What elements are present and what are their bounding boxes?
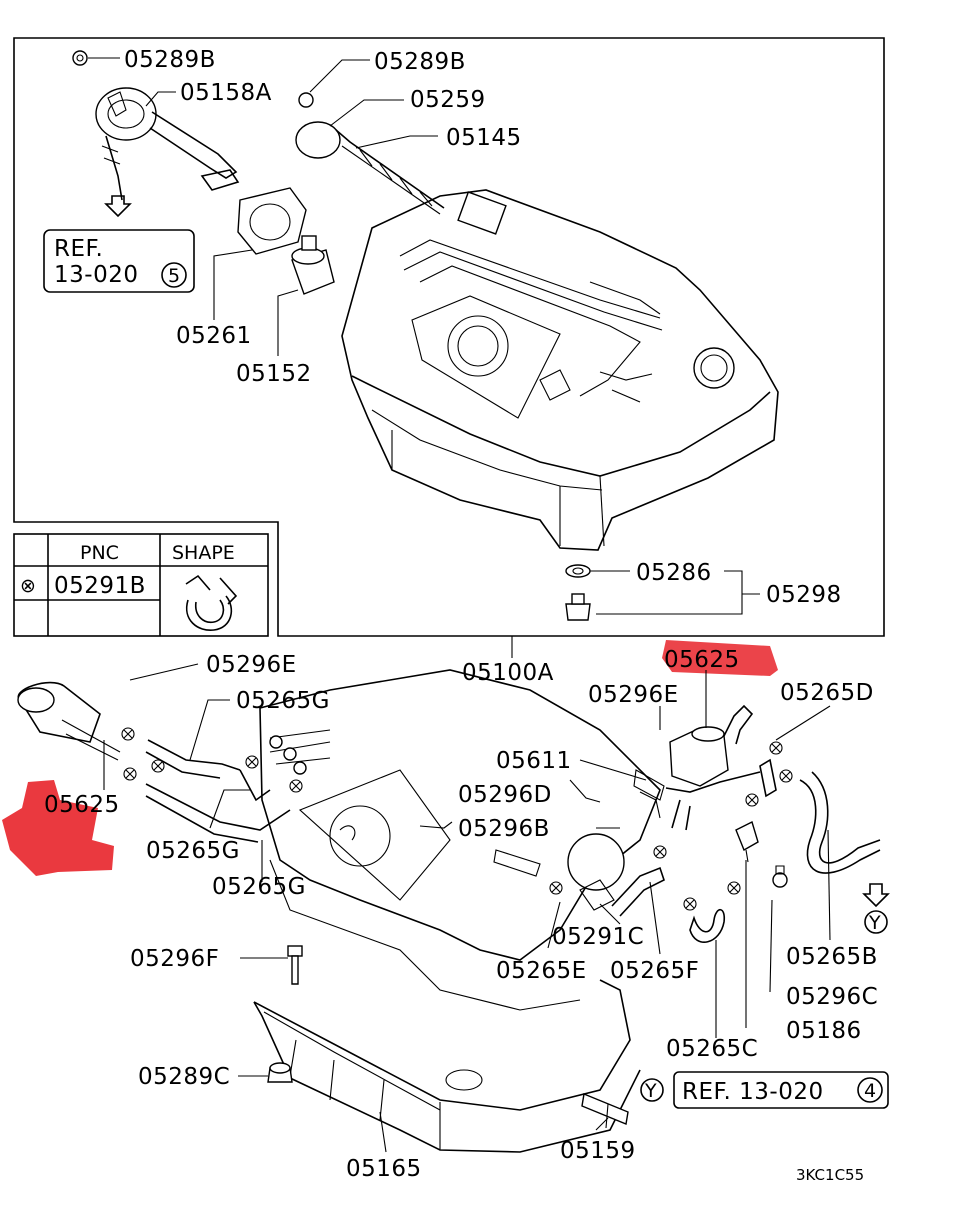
label-05625-left: 05625 — [44, 792, 120, 818]
label-05611: 05611 — [496, 748, 572, 774]
label-05289C: 05289C — [138, 1064, 230, 1090]
legend-symbol: ⊗ — [20, 575, 36, 597]
label-05296E-right: 05296E — [588, 682, 679, 708]
diagram-code: 3KC1C55 — [796, 1166, 864, 1184]
canister-05625-assembly — [633, 704, 761, 831]
clamp-symbols — [121, 727, 793, 911]
label-05298: 05298 — [766, 582, 842, 608]
label-05265C: 05265C — [666, 1036, 758, 1062]
ref-box-1-line2: 13-020 — [54, 262, 138, 288]
label-05259: 05259 — [410, 87, 486, 113]
ref-box-1: REF. 13-020 5 — [43, 229, 195, 293]
lower-tank-illustration — [17, 669, 665, 1011]
highlight-top — [662, 640, 778, 676]
hose-05265C — [689, 908, 726, 943]
label-05296C: 05296C — [786, 984, 878, 1010]
label-05265G-b: 05265G — [146, 838, 240, 864]
label-05289B-b: 05289B — [374, 49, 466, 75]
label-05186: 05186 — [786, 1018, 862, 1044]
clamp-icon — [549, 881, 563, 895]
label-05165: 05165 — [346, 1156, 422, 1182]
label-05265D: 05265D — [780, 680, 874, 706]
tank-group-frame — [13, 37, 885, 637]
clamp-icon — [289, 779, 303, 793]
label-05145: 05145 — [446, 125, 522, 151]
nut-05289B-b — [298, 92, 314, 108]
marker-y: Y — [868, 912, 881, 934]
clamp-icon — [245, 755, 259, 769]
valve-05186 — [735, 821, 788, 888]
label-05289B-a: 05289B — [124, 47, 216, 73]
label-05265G-c: 05265G — [212, 874, 306, 900]
bolt-05296F — [287, 945, 303, 985]
highlight-left — [2, 780, 114, 876]
ref-box-1-circle: 5 — [168, 265, 180, 287]
leader-lines — [88, 57, 831, 1153]
hose-05265D — [759, 758, 881, 874]
gasket-05261 — [237, 187, 307, 255]
clamp-shape-icon — [185, 574, 238, 631]
label-05159: 05159 — [560, 1138, 636, 1164]
fuel-sender-illustration — [95, 87, 240, 218]
nut-05289B-a — [72, 50, 88, 66]
label-05296E-left: 05296E — [206, 652, 297, 678]
label-05286: 05286 — [636, 560, 712, 586]
clamp-icon — [769, 741, 783, 755]
label-05291C: 05291C — [552, 924, 644, 950]
clamp-icon — [653, 845, 667, 859]
part-labels: 05289B 05158A 05289B 05259 05145 05261 0… — [44, 47, 878, 1184]
bracket-05159 — [581, 1093, 629, 1129]
filter-05152 — [291, 235, 335, 295]
gauge-unit-05259 — [295, 121, 445, 215]
label-05265B: 05265B — [786, 944, 878, 970]
ref-box-2-circle: 4 — [864, 1080, 876, 1102]
legend-table: PNC SHAPE ⊗ 05291B — [13, 533, 269, 637]
clamp-icon — [727, 881, 741, 895]
label-05296D: 05296D — [458, 782, 552, 808]
arrow-to-y: Y — [862, 883, 890, 934]
fuel-tank-illustration — [341, 189, 779, 551]
label-05158A: 05158A — [180, 80, 272, 106]
protector-05165 — [253, 979, 641, 1153]
label-05265F: 05265F — [610, 958, 699, 984]
label-05265G-a: 05265G — [236, 688, 330, 714]
clamp-icon — [151, 759, 165, 773]
washer-05286 — [565, 564, 591, 578]
bolt-05298 — [565, 593, 591, 621]
clamp-icon — [745, 793, 759, 807]
ref-box-2: Y REF. 13-020 4 — [640, 1071, 889, 1109]
label-05296F: 05296F — [130, 946, 219, 972]
clamp-icon — [779, 769, 793, 783]
nut-05289C — [267, 1062, 293, 1083]
clamp-icon — [683, 897, 697, 911]
label-05261: 05261 — [176, 323, 252, 349]
ref-box-2-y: Y — [644, 1080, 657, 1102]
label-05100A: 05100A — [462, 660, 554, 686]
label-05625-top: 05625 — [664, 647, 740, 673]
clamp-icon — [121, 727, 135, 741]
legend-header-pnc: PNC — [80, 542, 119, 564]
label-05152: 05152 — [236, 361, 312, 387]
ref-box-2-text: REF. 13-020 — [682, 1079, 824, 1105]
clamp-icon — [123, 767, 137, 781]
label-05296B: 05296B — [458, 816, 550, 842]
label-05265E: 05265E — [496, 958, 587, 984]
ref-box-1-line1: REF. — [54, 236, 103, 262]
legend-header-shape: SHAPE — [172, 542, 235, 564]
legend-pnc-value: 05291B — [54, 573, 146, 599]
